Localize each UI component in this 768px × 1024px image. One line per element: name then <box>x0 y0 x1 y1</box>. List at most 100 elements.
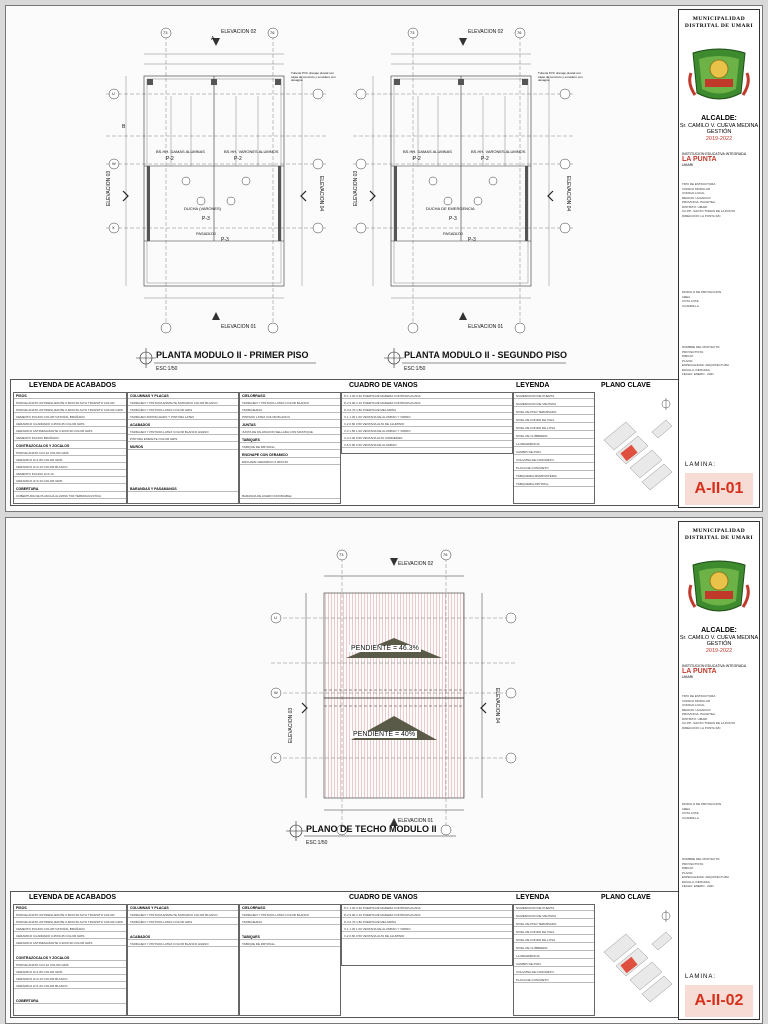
table-row: ENCHAPE CERAMICO 0.30X0.60 <box>240 459 340 465</box>
plan-title-first-floor: PLANTA MODULO II - PRIMER PISO <box>156 350 309 360</box>
room-name: PASADIZO <box>196 231 216 236</box>
table-row: BARANDA DE ACERO INOXIDABLE <box>240 493 340 499</box>
elevation-01-label: ELEVACION 01 <box>468 324 504 330</box>
info-line: PROVINCIA: PACHITEA <box>682 200 715 204</box>
info-line: PLANO: <box>682 870 694 875</box>
table-row: CERAMICO CUADRADO 0.45X0.45 COLOR GRIS <box>14 933 126 939</box>
table-row: PINTURA ESMALTE COLOR GRIS <box>128 436 238 442</box>
table-row: P-3 0.70 1.80 PUERTA DE MELAMINA <box>342 407 512 413</box>
info-line: CUADRILLA <box>682 815 699 820</box>
axis-x-label: X <box>274 755 277 760</box>
door-tag: P-2 <box>234 156 242 162</box>
elevation-02-label: ELEVACION 02 <box>468 29 504 35</box>
room-name: BS.HH. DAMAS ALUMNAS <box>403 149 452 154</box>
floor-plans-drawing <box>106 27 573 368</box>
cut-b-label: B <box>122 124 126 130</box>
table-row: CERAMICO H=0.10 COLOR GRIS <box>14 478 126 484</box>
table-row: PINTADO LATEX COLOR BLANCO <box>240 414 340 420</box>
project-info-top: TIPO DE ESTRUCTURA CODIGO MODULAR CODIGO… <box>682 182 756 218</box>
table-row: TARRAJEO Y PINTURA LATEX COLOR GRIS <box>128 919 238 925</box>
door-tag: P-2 <box>166 156 174 162</box>
info-line: DISTRITO: UMARI <box>682 204 708 209</box>
table-row: V-2 0.60 0.50 VENTANA ALTA DE ALUMINIO <box>342 933 512 939</box>
finishes-table-ceiling: CIELORRASO TARRAJEO Y PINTURA LATEX COLO… <box>239 904 341 1016</box>
axis-73-label: 73 <box>410 30 415 35</box>
table-subheader: MUROS <box>128 444 238 450</box>
info-line: AREA <box>682 806 691 811</box>
project-info-bottom: NOMBRE DEL PROYECTO: PROYECTISTA: DIBUJO… <box>682 345 756 377</box>
table-row: V-3 1.50 1.00 VENTANA DE ALUMINIO Y VIDR… <box>342 428 512 434</box>
mayor-label: ALCALDE: <box>701 627 737 634</box>
axis-76-label: 76 <box>270 30 275 35</box>
table-row: TABIQUERIA DRYWALL <box>514 481 594 487</box>
table-subheader: CONTRAZOCALOS Y ZOCALOS <box>14 955 126 961</box>
project-info-mid: MODULO DE PROYECCION AREA COTA LOTE CUAD… <box>682 290 756 308</box>
table-subheader: PISOS <box>14 905 126 911</box>
drain-note: Tuberia PVC drenaje pluvial con cajas de… <box>538 71 583 82</box>
elevation-04-label: ELEVACION 04 <box>494 688 500 724</box>
table-row: TABIQUE DE DRYWALL <box>240 941 340 947</box>
table-row: TARRAJEO Y PINTURA LATEX COLOR GRIS <box>128 407 238 413</box>
gestion-label: GESTIÓN <box>706 129 732 135</box>
info-line: DIBUJO: <box>682 354 694 358</box>
table-row: PLACA DE CONCRETO <box>514 465 594 471</box>
table-row: P-1 1.00 2.40 PUERTA DE MADERA CONTRAPLA… <box>342 393 512 399</box>
info-line: MODULO DE PROYECCION <box>682 290 722 294</box>
info-line: PROYECTISTA: <box>682 349 704 354</box>
cut-a-label: A <box>211 36 215 42</box>
school-block: INSTITUCION EDUCATIVA INTEGRADA LA PUNTA… <box>682 664 756 679</box>
gestion-years: 2019-2022 <box>705 135 733 142</box>
info-line: PLANO: <box>682 358 694 363</box>
table-row: NIVEL DE FONDO DE LOSA <box>514 937 594 943</box>
mayor-block: ALCALDE: Sr. CAMILO V. CUEVA MEDINA GEST… <box>679 627 759 654</box>
table-row: NIVEL DE CUMBRERA <box>514 433 594 439</box>
table-row: NIVEL DE FONDO DE VIGA <box>514 417 594 423</box>
openings-table: P-1 1.00 2.40 PUERTA DE MADERA CONTRAPLA… <box>341 904 513 966</box>
table-row: CEMENTO PULIDO BRUÑADO <box>14 435 126 441</box>
table-row: PORCELANATO H=0.10 COLOR GRIS <box>14 450 126 456</box>
table-row: TARRAJEO Y PINTURA LATEX COLOR BLANCO HU… <box>128 941 238 947</box>
municipal-emblem-icon <box>688 48 750 100</box>
table-row: P-2 0.90 2.10 PUERTA DE MADERA CONTRAPLA… <box>342 400 512 406</box>
plan-title-second-floor: PLANTA MODULO II - SEGUNDO PISO <box>404 350 568 360</box>
finishes-table-columns: COLUMNAS Y PLACAS TARRAJEO Y PINTURA ESM… <box>127 392 239 504</box>
municipality-name: MUNICIPALIDAD DISTRITAL DE UMARI <box>684 16 754 29</box>
plan-scale: ESC:1/50 <box>306 840 328 846</box>
finishes-table-floors: PISOS PORCELANATO ANTIDESLIZANTE 0.60X0.… <box>13 392 127 504</box>
room-name: BS.HH. VARONES ALUMNOS <box>224 149 279 154</box>
axis-w-label: W <box>112 161 116 166</box>
lamina-label: LAMINA: <box>685 974 717 980</box>
elevation-04-label: ELEVACION 04 <box>565 176 571 212</box>
finishes-table-floors: PISOS PORCELANATO ANTIDESLIZANTE 0.60X0.… <box>13 904 127 1016</box>
table-row: NIVEL DE FONDO DE VIGA <box>514 929 594 935</box>
elevation-03-label: ELEVACION 03 <box>288 707 294 743</box>
elevation-03-label: ELEVACION 03 <box>106 170 112 206</box>
table-row: COBERTURA DE PLANCHA ALUZINC TR4 TERMOAC… <box>14 493 126 499</box>
door-tag: P-2 <box>481 156 489 162</box>
table-row: TARRAJEO Y PINTURA ESMALTE SATINADO COLO… <box>128 400 238 406</box>
door-tag: P-2 <box>413 156 421 162</box>
elevation-04-label: ELEVACION 04 <box>318 176 324 212</box>
info-line: TIPO DE ESTRUCTURA <box>682 182 716 186</box>
table-row: LA REFERENCIA <box>514 953 594 959</box>
project-info-mid: MODULO DE PROYECCION AREA COTA LOTE CUAD… <box>682 802 756 820</box>
table-subheader: CIELORRASO <box>240 905 340 911</box>
table-row: CEMENTO PULIDO H=0.10 <box>14 471 126 477</box>
project-info-bottom: NOMBRE DEL PROYECTO: PROYECTISTA: DIBUJO… <box>682 857 756 889</box>
municipality-name: MUNICIPALIDAD DISTRITAL DE UMARI <box>684 528 754 541</box>
table-row: CERAMICO H=2.10 COLOR BLANCO <box>14 976 126 982</box>
table-row: V-5 0.90 0.60 VENTANA DE ALUMINIO <box>342 442 512 448</box>
table-row: P-1 1.00 2.40 PUERTA DE MADERA CONTRAPLA… <box>342 905 512 911</box>
info-line: CODIGO LOCAL <box>682 703 705 707</box>
axis-73-label: 73 <box>163 30 168 35</box>
elevation-03-label: ELEVACION 03 <box>353 170 359 206</box>
table-row: P-2 0.90 2.10 PUERTA DE MADERA CONTRAPLA… <box>342 912 512 918</box>
table-row: NIVEL DE PISO TERMINADO <box>514 921 594 927</box>
axis-76-label: 76 <box>517 30 522 35</box>
table-row: NUMERACION DE PUERTA <box>514 905 594 911</box>
elevation-02-label: ELEVACION 02 <box>398 561 434 567</box>
symbols-legend: NUMERACION DE PUERTA NUMERACION DE VENTA… <box>513 392 595 504</box>
info-line: MODULO DE PROYECCION <box>682 802 722 806</box>
table-subheader: PISOS <box>14 393 126 399</box>
info-line: CC.PP.: SANTO TOMAS DE LA PUNTA <box>682 209 736 213</box>
